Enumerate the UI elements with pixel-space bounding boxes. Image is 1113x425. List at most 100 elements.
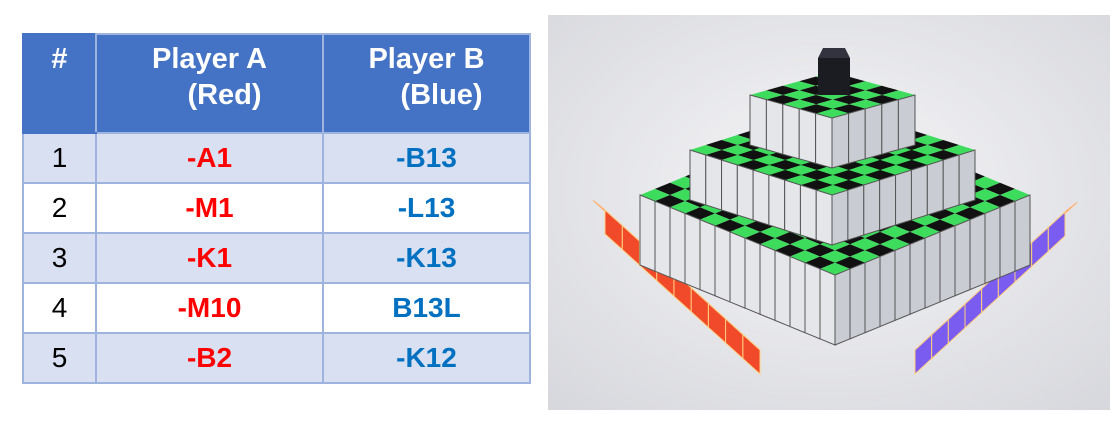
board-square — [911, 145, 944, 155]
board-square — [783, 90, 816, 100]
board-square — [785, 165, 817, 175]
board-square — [783, 99, 817, 109]
table-row: 3-K1-K13 — [22, 232, 531, 284]
board-square — [816, 99, 850, 109]
side-cell — [752, 169, 770, 226]
board-square — [721, 145, 754, 155]
side-cell — [782, 103, 800, 160]
side-cell — [784, 179, 801, 236]
board-square — [801, 180, 833, 190]
move-number: 1 — [22, 132, 97, 184]
side-cell — [909, 237, 926, 315]
board-square — [801, 170, 833, 180]
table-row: 1-A1-B13 — [22, 132, 531, 184]
board-square — [721, 155, 754, 165]
player-b-move: -K13 — [322, 232, 531, 284]
board-square — [985, 195, 1015, 208]
board-square — [895, 231, 925, 245]
side-cell — [699, 218, 716, 297]
board-square — [785, 175, 817, 185]
table-row: 2-M1-L13 — [22, 182, 531, 234]
side-cell — [684, 212, 701, 291]
side-cell — [804, 261, 821, 340]
player-b-move: -L13 — [322, 182, 531, 234]
board-square — [895, 150, 928, 160]
board-square — [775, 231, 805, 245]
side-cell — [705, 154, 723, 211]
side-cell — [749, 94, 767, 151]
side-cell — [759, 243, 776, 322]
side-cell — [729, 231, 746, 309]
side-cell — [881, 98, 899, 155]
blue-piece — [1047, 210, 1066, 253]
side-cell — [924, 231, 941, 309]
board-square — [864, 160, 896, 170]
board-square — [782, 81, 816, 91]
board-square — [820, 262, 850, 275]
board-square — [911, 135, 944, 145]
player-a-move: -B2 — [95, 332, 324, 384]
table-row: 5-B2-K12 — [22, 332, 531, 384]
board-square — [750, 90, 783, 100]
side-cell — [774, 249, 791, 328]
player-b-move: -B13 — [322, 132, 531, 184]
side-cell — [894, 243, 911, 322]
top-black-cube-top — [818, 48, 850, 58]
side-cell — [926, 159, 944, 216]
player-a-move: -K1 — [95, 232, 324, 284]
side-cell — [819, 268, 836, 346]
board-square — [737, 150, 770, 160]
move-number: 2 — [22, 182, 97, 234]
board-square — [705, 140, 738, 150]
header-text: # — [51, 43, 68, 75]
side-cell — [863, 179, 881, 236]
side-cell — [864, 255, 881, 334]
side-cell — [849, 261, 866, 340]
side-cell — [768, 174, 786, 231]
header-subtext: (Blue) — [400, 79, 483, 111]
board-square — [865, 231, 895, 245]
board-square — [655, 195, 685, 208]
header-row: # Player A(Red) Player B (Blue) — [22, 33, 531, 134]
board-square — [737, 160, 770, 170]
move-number: 4 — [22, 282, 97, 334]
player-a-move: -M1 — [95, 182, 324, 234]
board-square — [849, 90, 882, 100]
side-cell — [895, 169, 912, 226]
board-square — [832, 170, 865, 180]
side-cell — [736, 164, 754, 221]
side-cell — [689, 149, 707, 206]
board-square — [766, 85, 800, 95]
side-cell — [789, 255, 806, 334]
board-square — [766, 95, 800, 105]
board-square — [848, 165, 881, 175]
side-cell — [765, 98, 784, 155]
pyramid-board-render — [548, 15, 1110, 410]
header-text: Player B — [368, 43, 485, 75]
board-square — [769, 160, 801, 170]
player-b-move: -K12 — [322, 332, 531, 384]
move-number: 3 — [22, 232, 97, 284]
player-a-move: -A1 — [95, 132, 324, 184]
board-square — [925, 219, 955, 232]
board-square — [970, 176, 1000, 189]
move-number: 5 — [22, 332, 97, 384]
header-player-a: Player A(Red) — [95, 33, 324, 134]
top-black-cube — [818, 58, 850, 95]
board-square — [769, 170, 802, 180]
board-square — [816, 165, 849, 175]
board-square — [848, 81, 882, 91]
side-cell — [744, 237, 761, 315]
side-cell — [799, 184, 817, 241]
board-square — [799, 95, 833, 105]
board-square — [690, 145, 722, 155]
board-square — [865, 85, 899, 95]
board-square — [799, 104, 833, 114]
side-cell — [654, 200, 671, 279]
board-square — [753, 165, 786, 175]
side-cell — [848, 108, 866, 165]
side-cell — [669, 206, 686, 285]
side-cell — [714, 225, 731, 303]
board-square — [721, 135, 754, 145]
